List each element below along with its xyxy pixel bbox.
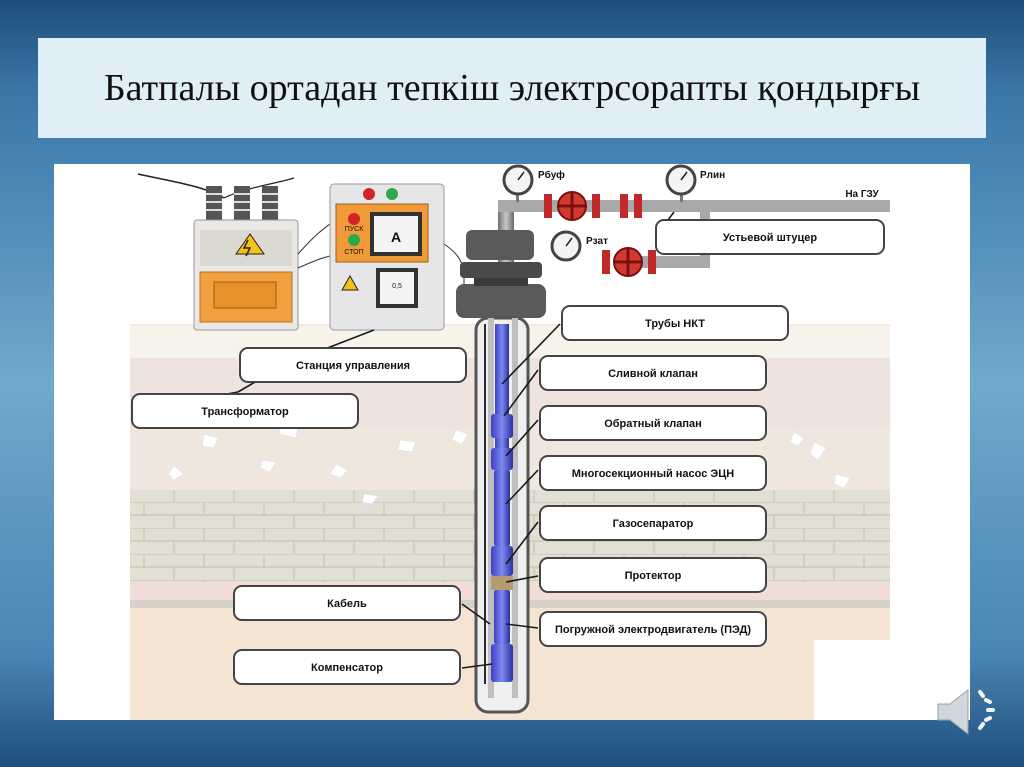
well-assembly (474, 316, 530, 714)
callout-motor: Погружной электродвигатель (ПЭД) (539, 611, 767, 647)
check-valve-label: Обратный клапан (604, 418, 702, 430)
stop-label: СТОП (344, 249, 363, 256)
transformer-label: Трансформатор (201, 406, 289, 418)
gauge-p-buf: Рбуф (502, 164, 565, 196)
drain-valve-label: Сливной клапан (608, 368, 698, 380)
title-box: Батпалы ортадан тепкіш электрсорапты қон… (38, 38, 986, 138)
station-label: Станция управления (296, 360, 410, 372)
callout-drain-valve: Сливной клапан (539, 355, 767, 391)
flow-label: На ГЗУ (845, 189, 879, 200)
cable-label: Кабель (327, 598, 367, 610)
callout-protector: Протектор (539, 557, 767, 593)
ammeter-unit: А (391, 229, 401, 245)
callout-compensator: Компенсатор (233, 649, 461, 685)
wellhead-piping (456, 190, 890, 318)
choke-label: Устьевой штуцер (723, 232, 818, 244)
callout-check-valve: Обратный клапан (539, 405, 767, 441)
p-zat-label: Рзат (586, 236, 608, 247)
tubes-label: Трубы НКТ (645, 318, 705, 330)
callout-station: Станция управления (239, 347, 467, 383)
callout-cable: Кабель (233, 585, 461, 621)
protector-label: Протектор (625, 570, 682, 582)
transformer-unit (137, 173, 299, 331)
gas-separator-label: Газосепаратор (613, 518, 694, 530)
callout-pump: Многосекционный насос ЭЦН (539, 455, 767, 491)
speaker-icon[interactable] (934, 676, 1006, 748)
page-title: Батпалы ортадан тепкіш электрсорапты қон… (103, 67, 921, 109)
callout-transformer: Трансформатор (131, 393, 359, 429)
motor-label: Погружной электродвигатель (ПЭД) (555, 624, 751, 636)
pump-label: Многосекционный насос ЭЦН (572, 468, 735, 480)
gauge-p-zat: Рзат (550, 230, 608, 262)
diagram-panel: ПУСК СТОП А 0,5 Рбуф (54, 164, 970, 720)
control-station-unit: ПУСК СТОП А 0,5 (297, 183, 525, 331)
gauge-p-lin: Рлин (665, 164, 725, 196)
callout-tubes: Трубы НКТ (561, 305, 789, 341)
compensator-label: Компенсатор (311, 662, 383, 674)
callout-gas-separator: Газосепаратор (539, 505, 767, 541)
p-buf-label: Рбуф (538, 169, 565, 181)
start-label: ПУСК (345, 226, 365, 233)
esp-diagram: ПУСК СТОП А 0,5 Рбуф (130, 164, 924, 720)
meter-value: 0,5 (392, 283, 402, 290)
p-lin-label: Рлин (700, 170, 725, 181)
callout-choke: Устьевой штуцер (655, 219, 885, 255)
